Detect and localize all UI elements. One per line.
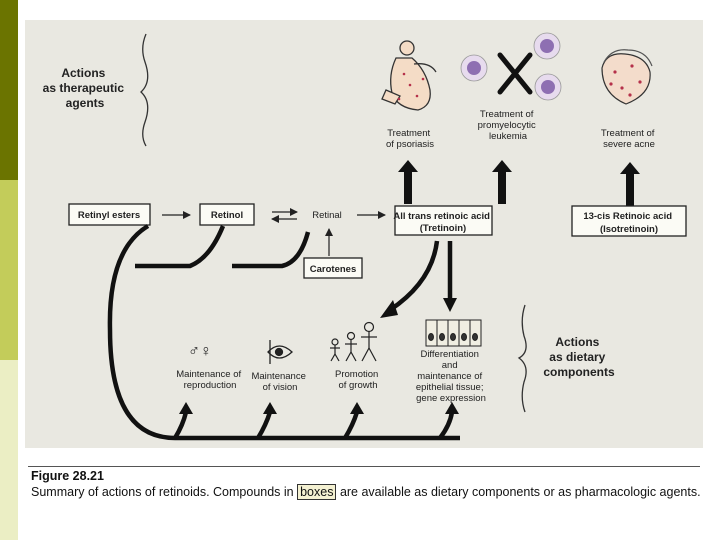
reproduction-label: Maintenance of reproduction [176,369,244,391]
tretinoin-box [394,205,493,236]
slide-stripe-mid [0,180,18,360]
retinol-box [199,203,255,226]
flow-lines [107,224,460,441]
isotretinoin-box [571,205,687,237]
caption-boxed-word: boxes [297,484,337,500]
retinol-label: Retinol [211,210,243,221]
dietary-brace [517,304,527,413]
growth-label: Promotion of growth [335,369,381,391]
caption-rule [28,466,700,467]
conversion-arrows [162,208,386,256]
eye-icon [267,340,293,364]
treatment-arrows [398,160,640,206]
retinyl-esters-label: Retinyl esters [78,210,140,221]
epithelial-cells-icon [425,319,482,347]
isotretinoin-label: 13-cis Retinoic acid (Isotretinoin) [583,211,674,235]
treatment-leukemia-label: Treatment of promyelocytic leukemia [478,109,539,142]
tretinoin-label: All trans retinoic acid (Tretinoin) [393,211,492,234]
promyelocyte-cells-icon [460,32,562,101]
therapeutic-heading: Actions as therapeutic agents [43,66,128,110]
sex-symbols-icon: ♂♀ [188,343,212,360]
figure-caption: Summary of actions of retinoids. Compoun… [31,484,701,500]
retinal-label: Retinal [312,210,342,221]
vision-label: Maintenance of vision [251,371,308,393]
psoriasis-figure-icon [381,40,437,111]
cross-out-icon [497,52,533,95]
slide-stripe-dark [0,0,18,180]
flow-arrowheads [179,298,459,414]
dietary-heading: Actions as dietary components [543,335,615,379]
epithelial-label: Differentiation and maintenance of epith… [416,349,486,404]
acne-face-icon [601,49,653,105]
treatment-acne-label: Treatment of severe acne [601,128,657,150]
figure-title: Figure 28.21 [31,469,104,483]
carotenes-box [303,257,363,279]
caption-text-end: are available as dietary components or a… [336,485,701,499]
treatment-psoriasis-label: Treatment of psoriasis [386,128,434,150]
slide-stripe-light [0,360,18,540]
growth-figures-icon [330,321,377,362]
therapeutic-brace [140,33,149,147]
retinyl-esters-box [68,203,151,226]
caption-text-start: Summary of actions of retinoids. Compoun… [31,485,298,499]
carotenes-label: Carotenes [310,264,356,275]
